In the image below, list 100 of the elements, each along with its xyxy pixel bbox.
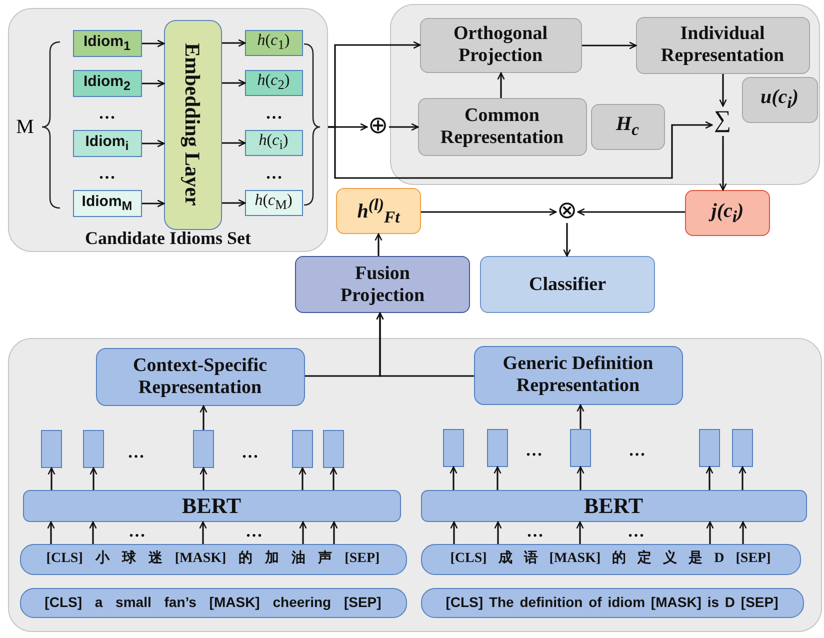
token-vector	[82, 430, 104, 468]
node-label: BERT	[584, 492, 644, 518]
arrow	[142, 80, 165, 88]
panel-background	[8, 338, 822, 632]
node-label: Idiom$_{2}$	[84, 72, 130, 94]
idiom-box	[72, 190, 142, 216]
arrow	[706, 466, 714, 490]
arrow	[48, 467, 56, 490]
node-label: h(c$_{M}$)	[254, 192, 292, 213]
token-vector	[442, 428, 464, 466]
panel-background	[8, 8, 328, 252]
node-label: Idiom$_{M}$	[82, 192, 132, 214]
arrow	[89, 521, 97, 544]
panel-background	[390, 4, 820, 185]
arrow	[494, 521, 502, 544]
node-label: u(c$_{i}$)	[760, 86, 798, 113]
arrow	[142, 140, 165, 148]
arrow	[739, 521, 747, 544]
idiom-box	[72, 130, 142, 156]
arrow	[142, 200, 165, 208]
token-vector	[732, 428, 752, 466]
token-vector	[486, 428, 508, 466]
arrow	[222, 139, 246, 147]
arrow	[328, 121, 713, 179]
idiom-box	[72, 30, 142, 56]
operator-symbol: ⊕	[367, 116, 389, 138]
arrow	[374, 233, 382, 256]
token-vector	[292, 430, 312, 468]
arrow	[222, 79, 246, 87]
node-label: Idiom$_{i}$	[85, 132, 129, 154]
ellipsis: …	[98, 164, 116, 182]
ellipsis: …	[628, 522, 644, 540]
ellipsis: …	[128, 522, 146, 540]
arrow	[450, 521, 458, 544]
ellipsis: …	[628, 442, 646, 458]
node-label: h(c$_{i}$)	[258, 132, 288, 153]
arrow	[576, 466, 584, 490]
arrow	[330, 467, 338, 490]
arrow	[738, 466, 746, 490]
idiom-box	[72, 70, 142, 96]
arrow	[494, 466, 502, 490]
arrow	[389, 123, 419, 131]
ellipsis: …	[242, 444, 258, 460]
ellipsis: …	[128, 444, 144, 460]
token-vector	[698, 428, 720, 466]
node-label: Classifier	[528, 274, 606, 296]
operator-symbol: ∑	[712, 106, 734, 136]
node-label: h(c$_{2}$)	[257, 72, 290, 93]
vector-box	[742, 76, 818, 122]
ellipsis: …	[246, 522, 262, 540]
arrow	[706, 521, 714, 544]
arrow	[576, 404, 584, 429]
arrow	[299, 521, 307, 544]
node-label: Generic Definition Representation	[502, 353, 654, 397]
node-label: [CLS] 小 球 迷 [MASK] 的 加 油 声 [SEP]	[46, 550, 380, 568]
ellipsis: …	[98, 104, 116, 122]
token-vector	[570, 428, 590, 466]
arrow	[200, 467, 208, 490]
node-label: [CLS] 成 语 [MASK] 的 定 义 是 D [SEP]	[450, 550, 771, 568]
node-label: j(c$_{i}$)	[711, 200, 744, 226]
arrow	[142, 40, 165, 48]
token-vector	[322, 430, 344, 468]
arrow	[200, 405, 208, 430]
node-label: Common Representation	[439, 104, 565, 148]
vector-box	[336, 188, 421, 234]
vector-box	[590, 104, 664, 150]
node-label: Fusion Projection	[339, 262, 426, 306]
arrow	[90, 467, 98, 490]
arrow	[298, 467, 306, 490]
operator-symbol: ⊗	[556, 201, 578, 223]
embedding-output-box	[244, 30, 302, 56]
encoder-box	[22, 490, 400, 522]
ellipsis: …	[266, 104, 282, 122]
node-label: [CLS] a small fan’s [MASK] cheering [SEP]	[44, 594, 382, 611]
arrow	[421, 208, 557, 216]
vector-box	[685, 190, 770, 236]
arrow	[450, 466, 458, 490]
arrow	[582, 42, 637, 50]
ellipsis: …	[526, 442, 542, 458]
token-sequence-box	[420, 588, 804, 618]
embedding-layer-box	[164, 20, 222, 230]
process-box	[420, 18, 582, 72]
token-sequence-box	[20, 544, 406, 574]
process-box	[295, 256, 470, 313]
arrow	[719, 136, 727, 191]
arrow	[222, 199, 246, 207]
arrow	[47, 521, 55, 544]
panel-heading: Candidate Idioms Set	[84, 228, 252, 249]
count-label: M	[16, 117, 34, 137]
ellipsis: …	[526, 522, 544, 540]
arrow	[576, 521, 584, 544]
token-vector	[40, 430, 62, 468]
node-label: h(c$_{1}$)	[257, 32, 290, 53]
arrow	[719, 74, 727, 107]
token-sequence-box	[420, 544, 800, 574]
encoder-box	[420, 490, 806, 522]
embedding-output-box	[244, 70, 302, 96]
arrow	[330, 521, 338, 544]
node-label: Embedding Layer	[181, 43, 204, 206]
node-label: Context-Specific Representation	[132, 354, 268, 398]
